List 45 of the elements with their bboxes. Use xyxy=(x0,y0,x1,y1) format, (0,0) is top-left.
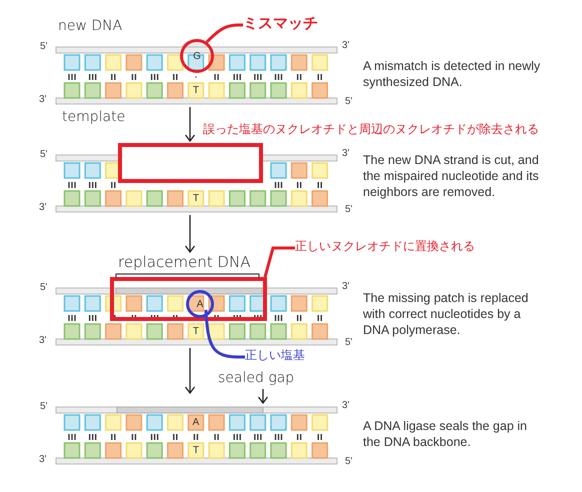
strand-end-label: 3' xyxy=(342,281,350,292)
strand-end-label: 5' xyxy=(345,337,352,348)
process-arrow xyxy=(184,107,196,142)
highlight-box xyxy=(110,277,267,321)
base-letter: T xyxy=(192,325,200,339)
step-description: The new DNA strand is cut, and the mispaired nucleotide and its neighbors are removed. xyxy=(363,152,540,200)
step-description: A mismatch is detected in newly synthesized DNA. xyxy=(363,58,542,90)
strand-end-label: 3' xyxy=(39,94,46,105)
highlight-circle xyxy=(186,290,214,318)
leader-line xyxy=(258,389,268,404)
strand-end-label: 5' xyxy=(40,41,48,52)
process-arrow xyxy=(184,348,196,394)
annotation-text: ミスマッチ xyxy=(243,15,318,32)
annotation-text: 正しい塩基 xyxy=(245,349,305,362)
annotation-text: 誤った塩基のヌクレオチドと周辺のヌクレオチドが除去される xyxy=(203,121,539,137)
strand-end-label: 3' xyxy=(342,148,350,159)
base-letter: T xyxy=(192,192,200,206)
base-letter: A xyxy=(196,298,204,312)
process-arrow xyxy=(184,215,196,253)
highlight-circle xyxy=(180,39,214,73)
annotation-text: sealed gap xyxy=(218,371,294,386)
strand-end-label: 5' xyxy=(345,456,352,467)
strand-end-label: 5' xyxy=(40,401,48,412)
strand-end-label: 5' xyxy=(40,282,48,293)
strand-end-label: 3' xyxy=(39,202,46,213)
leader-line xyxy=(204,310,245,358)
strand-label: replacement DNA xyxy=(118,254,250,270)
base-letter: T xyxy=(192,84,200,98)
strand-end-label: 5' xyxy=(345,96,352,107)
step-description: The missing patch is replaced with correct nucleotides by a DNA polymerase. xyxy=(363,290,530,338)
annotation-text: 正しいヌクレオチドに置換される xyxy=(295,240,475,254)
leader-line xyxy=(264,246,295,278)
strand-end-label: 3' xyxy=(342,400,350,411)
base-letter: T xyxy=(192,444,200,458)
step-description: A DNA ligase seals the gap in the DNA backbone. xyxy=(363,418,528,450)
base-letter: A xyxy=(192,416,200,430)
strand-label: template xyxy=(62,110,126,126)
strand-end-label: 3' xyxy=(39,454,46,465)
highlight-box xyxy=(118,143,263,183)
leader-line xyxy=(206,24,243,44)
strand-label: new DNA xyxy=(58,19,122,34)
strand-end-label: 3' xyxy=(342,40,350,51)
strand-end-label: 5' xyxy=(40,149,48,160)
strand-end-label: 5' xyxy=(345,204,352,215)
strand-end-label: 3' xyxy=(39,335,46,346)
